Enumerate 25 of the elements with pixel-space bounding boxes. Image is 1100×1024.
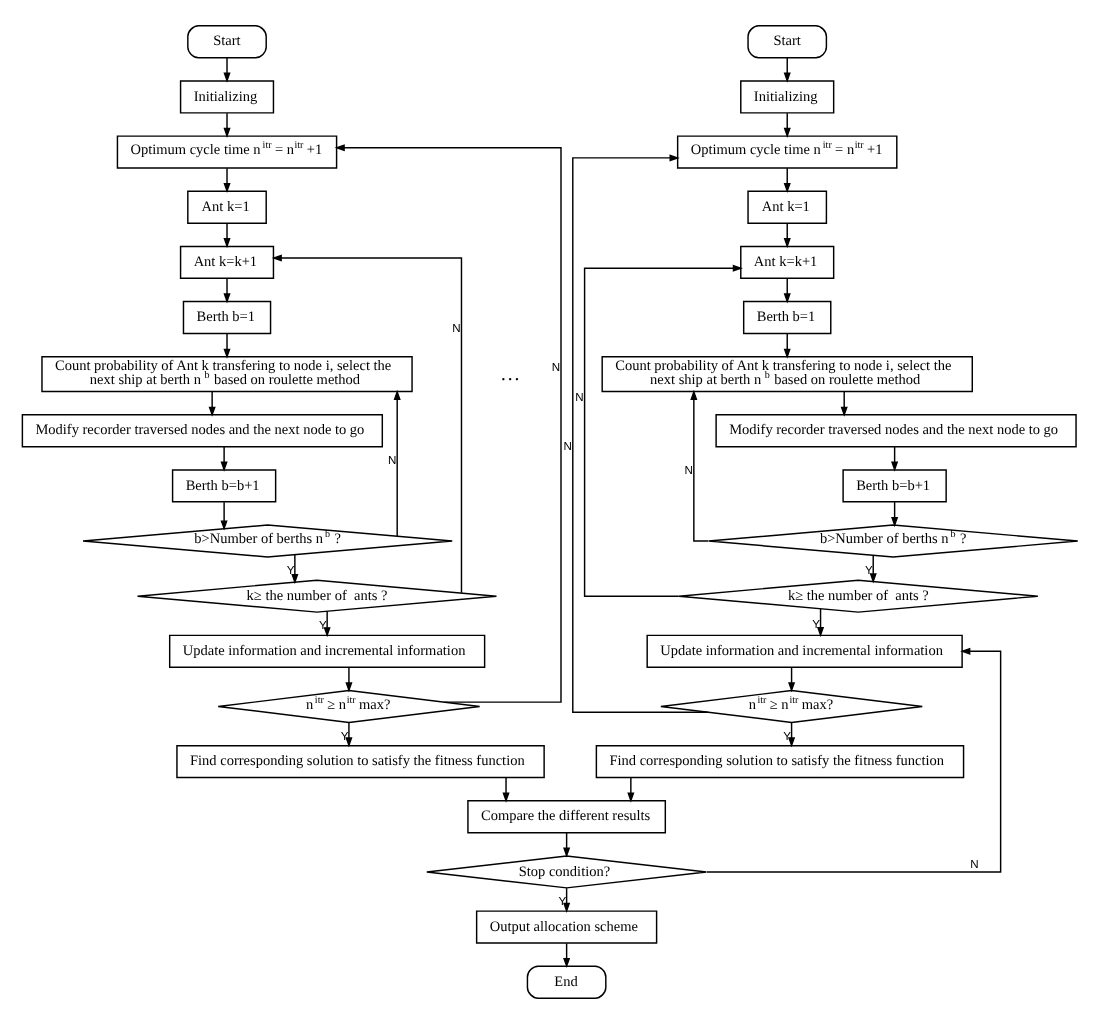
arrow bbox=[840, 391, 848, 417]
arrow bbox=[627, 777, 635, 803]
arrow bbox=[271, 254, 463, 594]
arrow bbox=[223, 277, 231, 304]
arrow bbox=[583, 264, 743, 597]
arrow bbox=[345, 666, 353, 693]
arrow bbox=[223, 332, 231, 359]
arrow bbox=[393, 389, 401, 537]
arrow bbox=[223, 112, 231, 138]
arrow bbox=[345, 722, 353, 748]
arrow bbox=[817, 608, 825, 638]
arrow bbox=[869, 554, 877, 584]
arrow bbox=[223, 167, 231, 194]
arrow bbox=[223, 222, 231, 249]
arrow bbox=[208, 391, 216, 417]
arrow bbox=[572, 154, 709, 713]
arrow bbox=[690, 389, 709, 542]
arrow bbox=[220, 501, 228, 531]
arrow bbox=[220, 446, 228, 472]
arrow bbox=[502, 777, 510, 803]
arrow bbox=[706, 647, 1002, 873]
arrow bbox=[291, 554, 299, 585]
label: … bbox=[499, 363, 521, 386]
arrow bbox=[223, 57, 231, 83]
arrow bbox=[334, 144, 562, 703]
